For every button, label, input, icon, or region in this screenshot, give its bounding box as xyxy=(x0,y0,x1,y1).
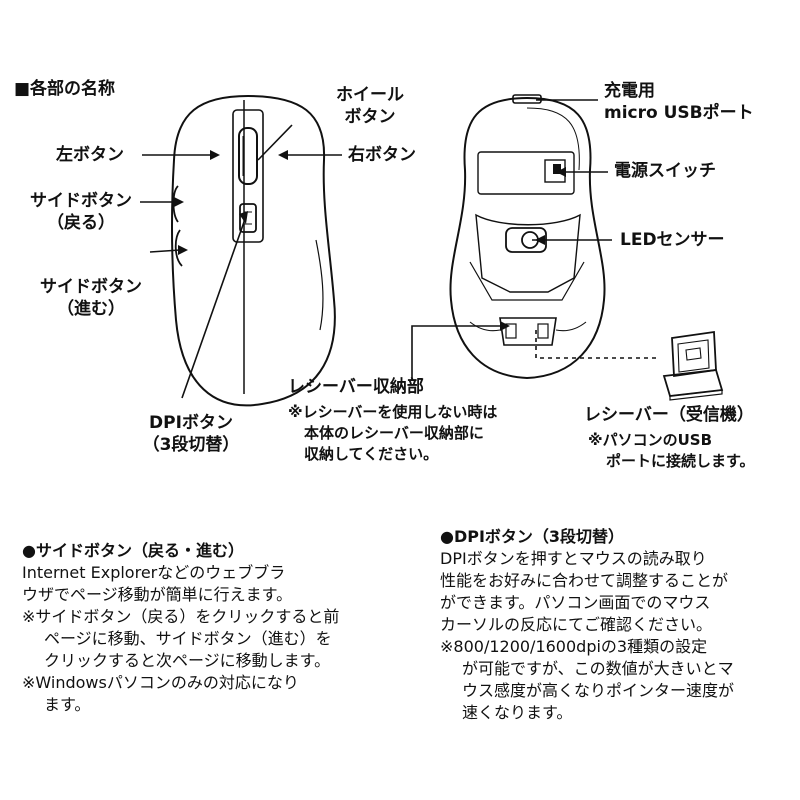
receiver-storage-note: ※レシーバーを使用しない時は 本体のレシーバー収納部に 収納してください。 xyxy=(288,403,498,463)
leader-side-forward xyxy=(149,249,181,253)
label-right-button: 右ボタン xyxy=(348,145,416,165)
label-side-forward: サイドボタン （進む） xyxy=(40,277,142,319)
dpi-button-shape xyxy=(239,203,257,233)
label-wheel-button: ホイール ボタン xyxy=(336,85,404,127)
receiver-dongle xyxy=(662,330,724,401)
label-dpi-button: DPIボタン （3段切替） xyxy=(142,413,240,455)
side-buttons-description: ●サイドボタン（戻る・進む） Internet Explorerなどのウェブブラ… xyxy=(22,541,340,714)
section-title: ■各部の名称 xyxy=(14,79,116,99)
mouse-bottom-view xyxy=(449,96,606,380)
label-receiver-storage: レシーバー収納部 xyxy=(288,377,424,397)
side-button-back-shape xyxy=(172,185,179,223)
bottom-panel xyxy=(477,151,575,195)
label-side-back: サイドボタン （戻る） xyxy=(30,191,132,233)
receiver-note: ※パソコンのUSB ポートに接続します。 xyxy=(588,431,755,470)
sensor-housing xyxy=(475,213,581,293)
leader-dpi xyxy=(181,221,245,399)
receiver-storage-shape xyxy=(499,317,557,346)
scroll-wheel xyxy=(238,127,258,185)
dpi-description: ●DPIボタン（3段切替） DPIボタンを押すとマウスの読み取り 性能をお好みに… xyxy=(440,527,735,722)
usb-port-shape xyxy=(512,94,542,104)
mouse-top-view xyxy=(170,94,336,407)
side-buttons-heading: ●サイドボタン（戻る・進む） xyxy=(22,541,244,560)
dpi-heading: ●DPIボタン（3段切替） xyxy=(440,527,625,546)
leader-receiver xyxy=(535,330,660,359)
label-power-switch: 電源スイッチ xyxy=(614,161,716,181)
label-left-button: 左ボタン xyxy=(56,145,124,165)
leader-receiver-storage xyxy=(411,325,500,380)
leader-wheel xyxy=(257,124,293,161)
wheel-housing xyxy=(232,109,264,243)
label-usb-port: 充電用 micro USBポート xyxy=(604,81,754,123)
label-receiver: レシーバー（受信機） xyxy=(584,405,754,425)
side-button-forward-shape xyxy=(174,229,183,267)
label-led-sensor: LEDセンサー xyxy=(620,230,725,250)
